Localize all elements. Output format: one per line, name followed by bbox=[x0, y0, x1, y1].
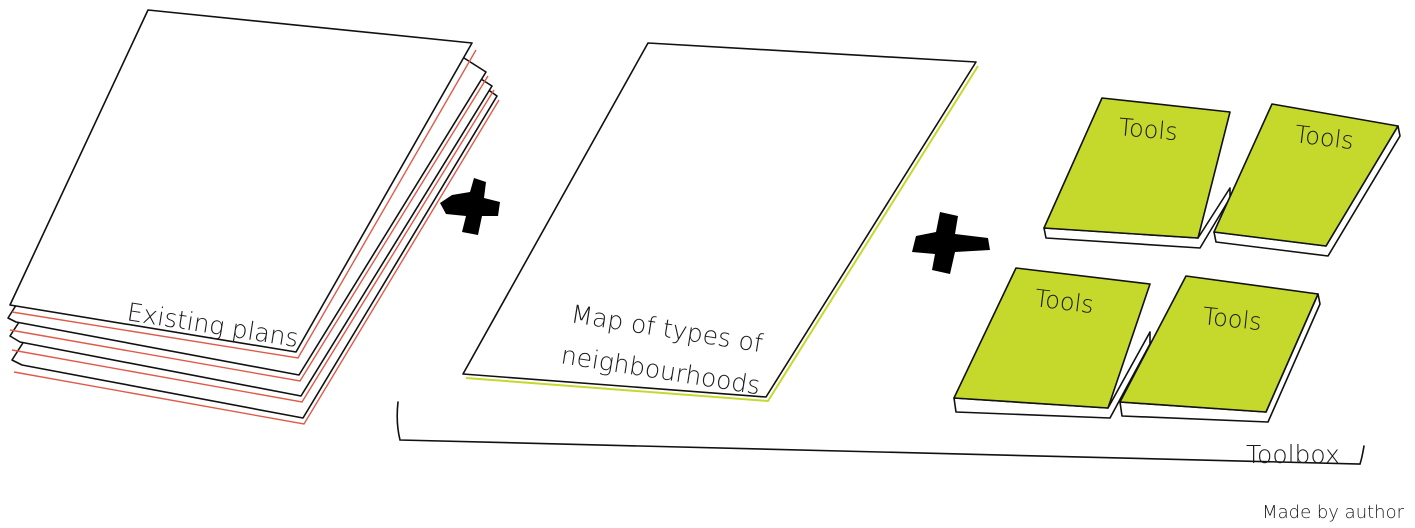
tool-book-1-label: Tools bbox=[1117, 113, 1178, 146]
existing-plans-stack: Existing plans bbox=[8, 10, 499, 424]
tool-book-4-cover bbox=[1120, 276, 1318, 412]
tool-book-3: Tools bbox=[954, 268, 1150, 418]
plus-sign-2 bbox=[912, 212, 990, 274]
credit-text: Made by author bbox=[1262, 502, 1404, 523]
plus-sign-1 bbox=[440, 178, 500, 235]
tool-book-1: Tools bbox=[1044, 98, 1230, 248]
toolbox-label: Toolbox bbox=[1246, 440, 1340, 469]
neighbourhood-map-sheet: Map of types of neighbourhoods bbox=[463, 43, 978, 401]
tool-book-4: Tools bbox=[1120, 276, 1320, 422]
tool-book-2: Tools bbox=[1214, 104, 1400, 256]
